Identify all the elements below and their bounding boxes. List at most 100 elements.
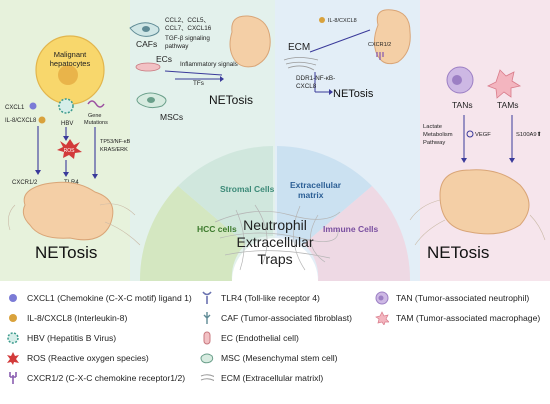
caf-icon <box>129 22 160 37</box>
stromal-neutrophil-cell <box>229 15 271 68</box>
sector-label-stromal: Stromal Cells <box>220 184 275 194</box>
legend-label: TAN (Tumor-associated neutrophil) <box>396 293 530 303</box>
vegf-label: VEGF <box>475 132 491 138</box>
ccl-line1: CCL2、CCL5、 <box>165 17 210 24</box>
vegf-icon <box>466 130 474 138</box>
legend-label: TLR4 (Toll-like receptor 4) <box>221 293 320 303</box>
cafs-label: CAFs <box>136 39 157 49</box>
tams-label: TAMs <box>497 100 519 110</box>
center-line1: Neutrophil <box>243 217 307 233</box>
sector-label-ecm2: matrix <box>298 190 324 200</box>
net-fibers <box>214 204 341 271</box>
gene-label: Gene <box>88 113 101 119</box>
legend-label: HBV (Hepatitis B Virus) <box>27 333 117 343</box>
legend-label: CAF (Tumor-associated fibroblast) <box>221 313 353 323</box>
legend-label: EC (Endothelial cell) <box>221 333 299 343</box>
immune-sector <box>304 186 411 281</box>
metabolism-label: Metabolism <box>423 132 453 138</box>
legend-label: ROS (Reactive oxygen species) <box>27 353 149 363</box>
tgf-line2: pathway <box>165 43 189 50</box>
ecm-receptor-label: CXCR1/2 <box>368 42 391 48</box>
legend-item-il8: IL-8/CXCL8 (Interleukin-8) <box>6 312 127 324</box>
immune-arrowheads <box>461 158 515 163</box>
tam-icon <box>487 69 522 99</box>
cxcl1-dot-icon <box>29 102 37 110</box>
tgf-line1: TGF-β signaling <box>165 35 210 42</box>
ccl-line2: CCL7、CXCL16 <box>165 25 212 32</box>
immune-net-fibers <box>409 199 546 246</box>
caf-icon <box>203 312 211 324</box>
legend-item-tlr4: TLR4 (Toll-like receptor 4) <box>200 291 320 304</box>
sector-label-immune: Immune Cells <box>323 224 379 234</box>
ecm-label: ECM <box>288 42 310 53</box>
msc-icon <box>136 92 167 109</box>
hcc-sector <box>139 186 246 281</box>
msc-icon <box>200 353 214 364</box>
tans-label: TANs <box>452 100 473 110</box>
stromal-arrowhead <box>220 76 224 82</box>
hbv-virus-icon <box>7 332 19 344</box>
sector-label-ecm: Extracellular <box>290 180 342 190</box>
hcc-receptor-label: CXCR1/2 <box>12 180 38 186</box>
ecm-il8-label: IL-8/CXCL8 <box>328 18 357 24</box>
ecm-sector <box>277 146 372 244</box>
ecm-fiber-icon <box>200 374 214 382</box>
mscs-label: MSCs <box>160 112 183 122</box>
stromal-arrows <box>164 70 223 80</box>
il8-dot-icon <box>9 314 17 322</box>
tfs-label: TFs <box>193 80 204 87</box>
ec-icon <box>203 331 211 345</box>
hepatocyte-nucleus <box>58 65 78 85</box>
gene-mutation-icon <box>87 100 105 108</box>
hepatocytes-label: hepatocytes <box>50 59 91 68</box>
legend-label: CXCL1 (Chemokine (C-X-C motif) ligand 1) <box>27 293 192 303</box>
hbv-virus-icon <box>58 98 74 114</box>
mutations-label: Mutations <box>84 120 108 126</box>
legend-label: TAM (Tumor-associated macrophage) <box>396 313 541 323</box>
ecm-arrowhead <box>329 89 333 95</box>
legend-item-hbv: HBV (Hepatitis B Virus) <box>6 332 116 344</box>
cxcl8-label: CXCL8 <box>296 83 317 90</box>
legend-label: CXCR1/2 (C-X-C chemokine receptor1/2) <box>27 373 186 383</box>
ros-burst-icon <box>57 139 82 159</box>
ros-burst-icon <box>7 352 19 365</box>
center-line2: Extracellular <box>236 234 313 250</box>
hcc-il8-label: IL-8/CXCL8 <box>5 118 37 124</box>
ecs-label: ECs <box>156 54 172 64</box>
malignant-label: Malignant <box>54 50 87 59</box>
tlr4-icon <box>202 291 212 304</box>
sector-label-hcc: HCC cells <box>197 224 237 234</box>
ros-label: ROS <box>64 148 76 154</box>
hcc-net-fibers <box>8 203 141 246</box>
legend-label: IL-8/CXCL8 (Interleukin-8) <box>27 313 128 323</box>
center-disc <box>232 238 318 281</box>
legend-item-msc: MSC (Mesenchymal stem cell) <box>200 352 338 364</box>
hcc-hbv-label: HBV <box>61 121 73 127</box>
stromal-sector <box>178 146 273 244</box>
ecm-fiber-icon <box>283 57 319 71</box>
lactate-label: Lactate <box>423 124 442 130</box>
immune-neutrophil-cell <box>439 169 530 235</box>
hcc-netosis-label: NETosis <box>35 243 97 262</box>
ecm-neutrophil-cell <box>373 9 411 65</box>
receptor-icon <box>9 372 17 384</box>
ecm-receptor-icon <box>376 52 384 60</box>
legend-label: ECM (Extracellular matrixl) <box>221 373 324 383</box>
legend-item-tam: TAM (Tumor-associated macrophage) <box>375 311 541 325</box>
stromal-netosis-label: NETosis <box>209 93 253 107</box>
legend-item-ecm: ECM (Extracellular matrixl) <box>200 372 323 384</box>
kras-label: KRAS/ERK <box>100 147 128 153</box>
legend-item-receptor: CXCR1/2 (C-X-C chemokine receptor1/2) <box>6 372 185 384</box>
legend-label: MSC (Mesenchymal stem cell) <box>221 353 338 363</box>
immune-arrows <box>463 115 513 160</box>
pathway-label: Pathway <box>423 140 445 146</box>
ddr1-label: DDR1-NF-κB- <box>296 75 335 82</box>
ecm-il8-dot <box>319 17 325 23</box>
inflammatory-label: Inflammatory signals <box>180 61 238 68</box>
hcc-neutrophil-cell <box>22 181 114 241</box>
tan-nucleus <box>452 75 462 85</box>
center-line3: Traps <box>257 251 292 267</box>
s100a9-label: S100A9⬆ <box>516 131 542 138</box>
legend-item-caf: CAF (Tumor-associated fibroblast) <box>200 312 352 324</box>
